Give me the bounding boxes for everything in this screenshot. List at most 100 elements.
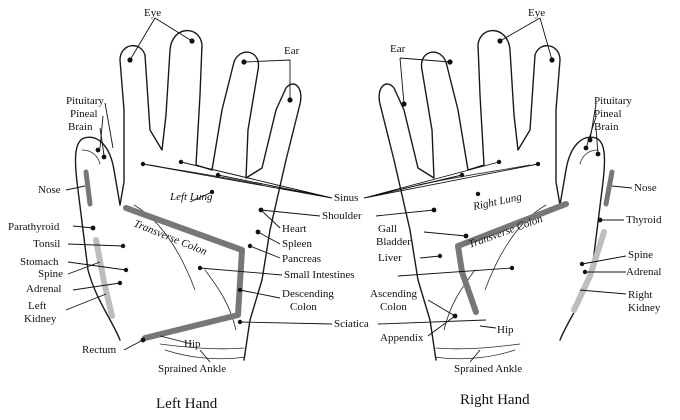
right-ascending-leader: [427, 299, 456, 317]
right-colon-band: [455, 201, 569, 315]
left-pancreas-leader: [249, 245, 281, 259]
right-nose-band: [603, 169, 615, 207]
right-appendix-leader: [427, 315, 456, 337]
descending-label: Descending: [282, 288, 334, 300]
left-hand-crease: [159, 343, 245, 350]
left-ear-label: Ear: [284, 45, 300, 57]
left-brain-label: Brain: [68, 121, 93, 133]
left-spine-leader: [67, 261, 101, 275]
left-sciatica-leader: [239, 321, 333, 325]
left-spine-label: Spine: [38, 268, 63, 280]
left-pituitary-leader: [104, 102, 114, 149]
right-kidney-label: Kidney: [628, 302, 661, 314]
left-hand: Eye Ear Pituitary Pineal Brain Nose Left…: [8, 7, 333, 412]
right-sinus-leader: [363, 161, 539, 199]
left-hip-label: Hip: [184, 338, 201, 350]
right-gall-label: Gall: [378, 223, 397, 235]
right-appendix-label: Appendix: [380, 332, 424, 344]
right-pineal-leader: [585, 116, 597, 149]
right-hand-title: Right Hand: [460, 392, 530, 408]
right-adrenal-label: Adrenal: [626, 266, 661, 278]
left-nose-label: Nose: [38, 184, 61, 196]
right-transverse-colon-label: Transverse Colon: [467, 213, 545, 251]
left-hand-outline: [74, 29, 302, 361]
right-pineal-label: Pineal: [594, 108, 622, 120]
right-hand-outline: [378, 29, 606, 361]
right-hand-crease: [434, 349, 516, 360]
left-pineal-label: Pineal: [70, 108, 98, 120]
left-adrenal-leader: [72, 282, 121, 291]
right-sciatica-leader: [377, 319, 487, 325]
right-hand-crease: [579, 149, 599, 165]
right-brain-leader: [595, 127, 599, 155]
left-colon-band: [123, 205, 245, 341]
left-ankle-leader: [199, 349, 211, 363]
left-rectum-leader: [123, 339, 144, 351]
right-spine-band: [571, 229, 607, 313]
right-ascending-colon-label: Colon: [380, 301, 407, 313]
right-brain-label: Brain: [594, 121, 619, 133]
left-tonsil-leader: [67, 243, 124, 247]
right-eye-label: Eye: [528, 7, 545, 19]
left-ear-leader: [243, 59, 291, 100]
pancreas-label: Pancreas: [282, 253, 321, 265]
right-liver-leader: [419, 255, 441, 259]
left-parathyroid-label: Parathyroid: [8, 221, 60, 233]
left-parathyroid-leader: [72, 225, 94, 229]
left-left-label: Left: [28, 300, 46, 312]
left-eye-leader: [129, 17, 193, 61]
left-brain-dot: [101, 154, 107, 160]
small-intestines-label: Small Intestines: [284, 269, 355, 281]
right-gall-bladder-leader: [423, 231, 467, 237]
left-sinus-leader: [142, 161, 333, 199]
left-kidney-label: Kidney: [24, 313, 57, 325]
right-spine-leader: [581, 255, 627, 265]
right-right-label: Right: [628, 289, 652, 301]
right-hand-crease: [484, 204, 547, 291]
left-rectum-label: Rectum: [82, 344, 117, 356]
shared-labels: Sinus Shoulder Heart Spleen Pancreas Sma…: [282, 192, 369, 330]
right-nose-leader: [611, 185, 633, 189]
left-kidney-leader: [65, 293, 107, 311]
left-shoulder-leader: [260, 209, 321, 217]
left-hand-crease: [133, 204, 196, 291]
left-eye-label: Eye: [144, 7, 161, 19]
right-shoulder-leader: [375, 209, 435, 217]
left-hip-leader: [159, 335, 193, 345]
left-spine-band: [93, 237, 115, 319]
left-spleen-leader: [257, 231, 281, 245]
right-hand-crease: [435, 343, 521, 350]
sciatica-label: Sciatica: [334, 318, 369, 330]
sinus-label: Sinus: [334, 192, 358, 204]
left-nose-band: [83, 169, 93, 207]
right-eye-leader: [499, 17, 553, 61]
left-heart-leader: [260, 209, 281, 229]
left-tonsil-label: Tonsil: [33, 238, 60, 250]
left-hand-crease: [81, 149, 101, 165]
right-liver-label: Liver: [378, 252, 402, 264]
left-stomach-leader: [67, 261, 127, 271]
left-small-intestines-leader: [199, 267, 283, 276]
right-hip-leader: [479, 325, 497, 329]
left-stomach-label: Stomach: [20, 256, 59, 268]
right-kidney-leader: [579, 289, 627, 295]
left-nose-leader: [65, 185, 86, 191]
left-hand-crease: [164, 349, 246, 360]
right-thyroid-label: Thyroid: [626, 214, 662, 226]
left-pineal-leader: [99, 115, 104, 149]
left-adrenal-label: Adrenal: [26, 283, 61, 295]
right-ear-leader: [399, 57, 451, 105]
left-lung-leader: [189, 191, 213, 203]
left-hand-title: Left Hand: [156, 396, 218, 412]
left-brain-leader: [99, 127, 105, 156]
right-small-intestines-leader: [397, 267, 513, 277]
descending-colon-label: Colon: [290, 301, 317, 313]
right-nose-label: Nose: [634, 182, 657, 194]
right-bladder-label: Bladder: [376, 236, 411, 248]
right-hand: Eye Ear Pituitary Pineal Brain Nose Thyr…: [363, 7, 662, 408]
right-ear-label: Ear: [390, 43, 406, 55]
heart-label: Heart: [282, 223, 306, 235]
left-hand-crease: [204, 269, 237, 331]
